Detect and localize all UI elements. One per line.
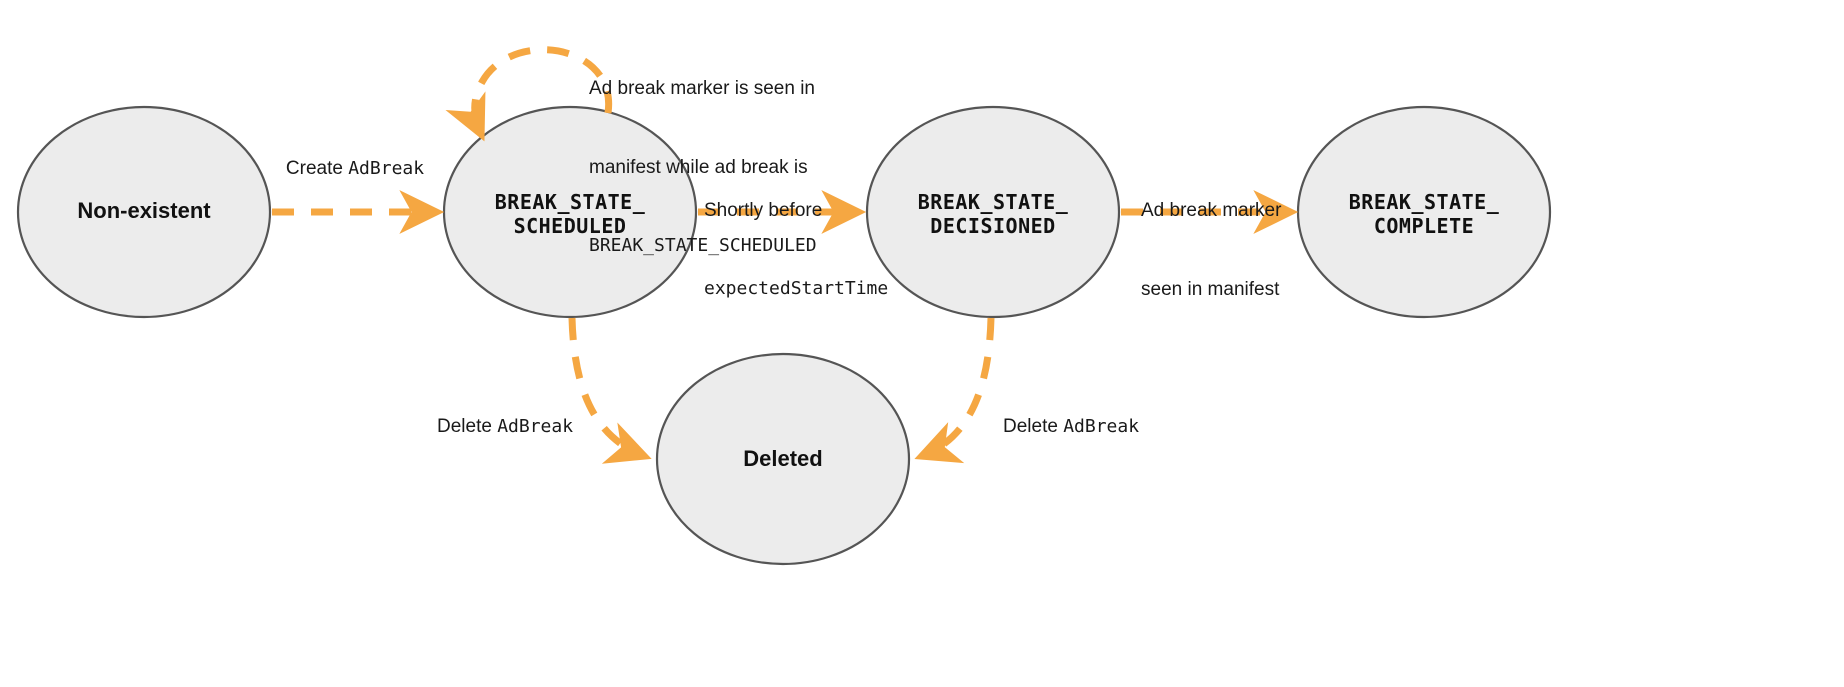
edge-scheduled-self-loop — [445, 46, 613, 142]
edge-decisioned-to-deleted — [914, 317, 995, 464]
node-break-state-scheduled[interactable] — [442, 105, 698, 319]
node-break-state-complete[interactable] — [1296, 105, 1552, 319]
edge-scheduled-to-deleted — [568, 317, 652, 464]
node-deleted[interactable] — [655, 352, 911, 566]
node-non-existent[interactable] — [16, 105, 272, 319]
node-break-state-decisioned[interactable] — [865, 105, 1121, 319]
